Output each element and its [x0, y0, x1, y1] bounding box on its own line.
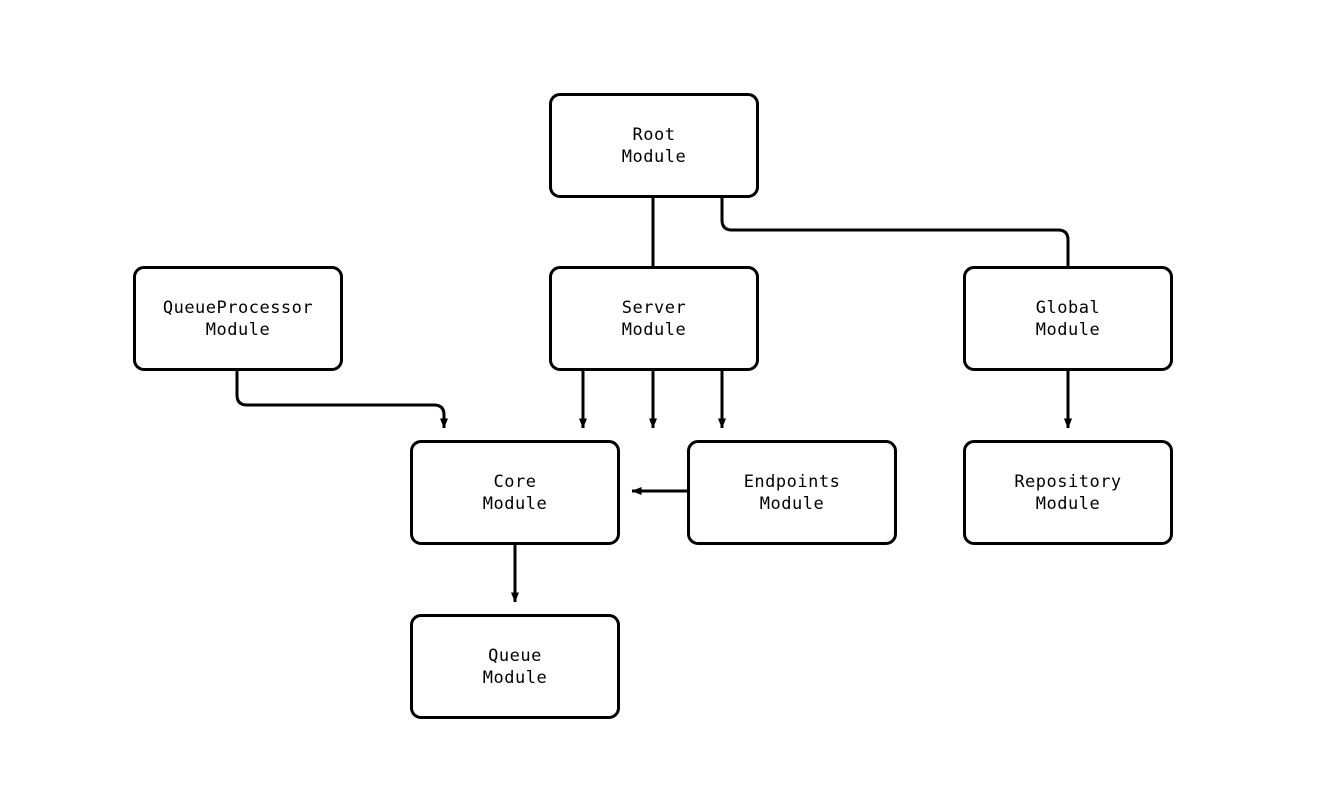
node-label-primary: Global [1035, 297, 1101, 318]
node-label-secondary: Module [1035, 493, 1101, 514]
node-label-secondary: Module [759, 493, 825, 514]
node-label-primary: Server [621, 297, 687, 318]
edge-queueprocessor-to-core [235, 371, 448, 429]
node-label-secondary: Module [621, 319, 687, 340]
node-label-secondary: Module [482, 493, 548, 514]
node-label-secondary: Module [205, 319, 271, 340]
node-label-primary: Repository [1014, 471, 1122, 492]
node-label-primary: Root [632, 124, 676, 145]
node-label-secondary: Module [621, 146, 687, 167]
node-label-primary: Core [493, 471, 537, 492]
node-label-secondary: Module [482, 667, 548, 688]
node-label-secondary: Module [1035, 319, 1101, 340]
node-label-primary: Endpoints [743, 471, 841, 492]
node-label-primary: Queue [488, 645, 542, 666]
node-label-primary: QueueProcessor [162, 297, 314, 318]
edge-root-to-global [720, 198, 1072, 429]
